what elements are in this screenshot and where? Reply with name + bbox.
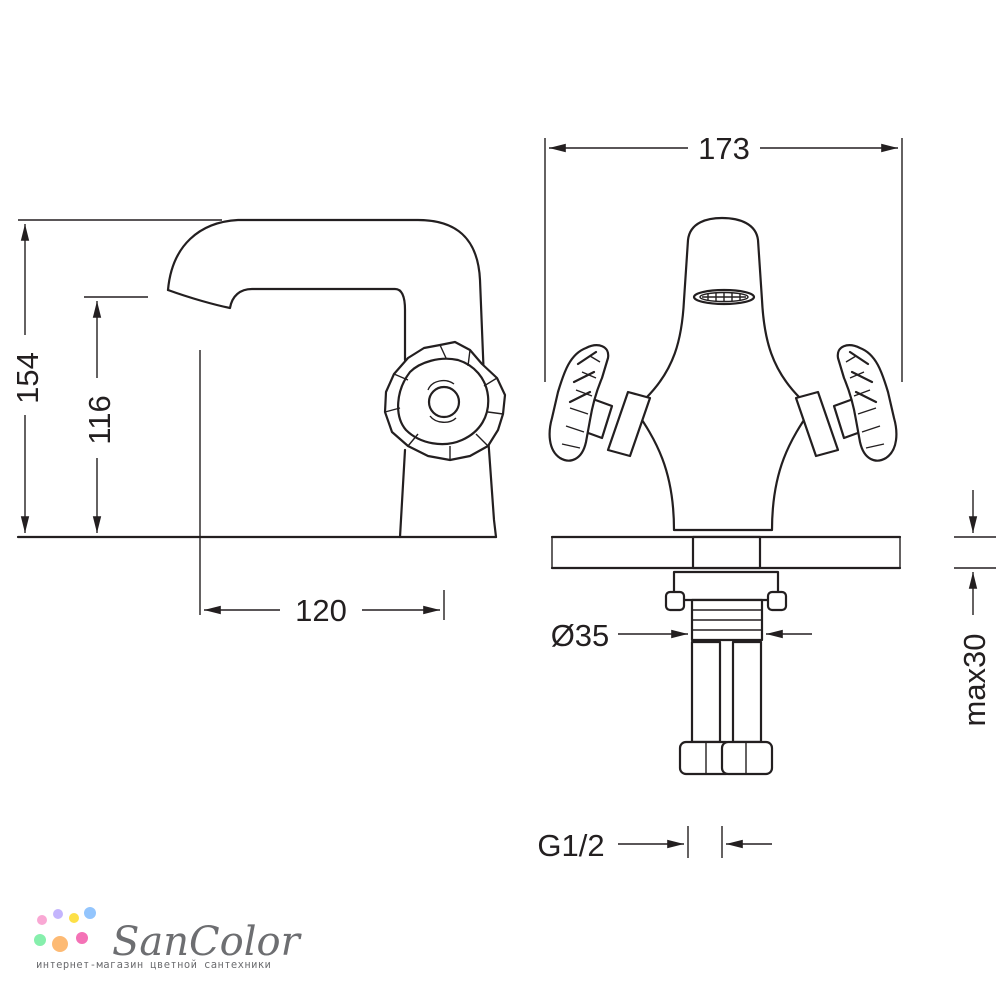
logo-dot (76, 932, 88, 944)
logo-dot (34, 934, 46, 946)
countertop-left (551, 536, 694, 569)
aerator-ellipse (692, 288, 756, 306)
left-hose (690, 640, 722, 744)
sancolor-logo: SanColor интернет-магазин цветной сантех… (34, 907, 303, 971)
countertop-right (759, 536, 901, 569)
front-view: 173 (537, 128, 996, 863)
left-handle-stem (606, 390, 652, 458)
left-cross-handle (548, 344, 610, 462)
logo-dot (84, 907, 96, 919)
dim-120-label: 120 (295, 593, 347, 628)
right-handle-stem (794, 390, 840, 458)
logo-dot (52, 936, 68, 952)
logo-name: SanColor (112, 919, 303, 965)
right-cross-handle (836, 344, 898, 462)
dim-173-label: 173 (698, 131, 750, 166)
left-nut (664, 590, 686, 612)
fixing-washer (672, 570, 780, 602)
dim-116-label: 116 (82, 395, 117, 444)
logo-dot (37, 915, 47, 925)
dim-35-label: Ø35 (551, 618, 610, 653)
logo-dot (69, 913, 79, 923)
side-view: 154 116 120 (8, 218, 507, 628)
logo-tagline: интернет-магазин цветной сантехники (36, 959, 271, 971)
right-nut (766, 590, 788, 612)
side-view-body-outline (166, 218, 498, 539)
max30-label: max30 (957, 633, 992, 726)
thread-label: G1/2 (537, 828, 604, 863)
side-view-spout-tip (166, 287, 407, 362)
side-handle-wheel (383, 340, 507, 462)
mount-shank (691, 535, 762, 570)
front-view-body (632, 216, 814, 532)
logo-dot (53, 909, 63, 919)
dim-154-label: 154 (10, 352, 45, 404)
right-hose-nut (720, 740, 774, 776)
side-view-front-edge (398, 448, 407, 539)
right-hose (731, 640, 763, 744)
logo-dots (34, 907, 96, 952)
